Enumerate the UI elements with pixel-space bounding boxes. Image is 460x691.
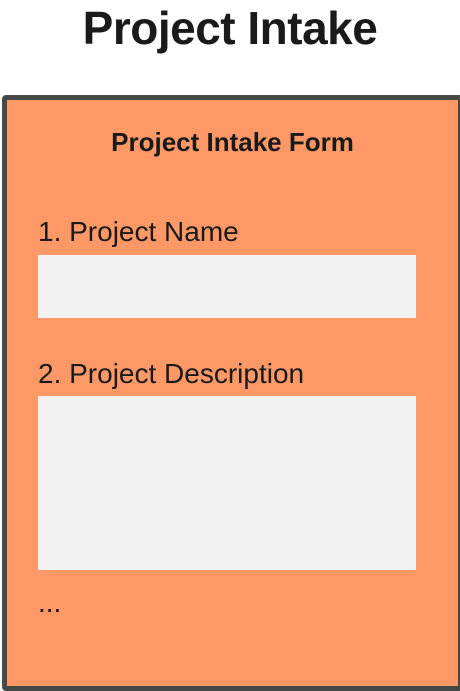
project-description-textarea[interactable] bbox=[38, 396, 416, 570]
project-name-label: 1. Project Name bbox=[38, 216, 239, 247]
more-fields-ellipsis: ... bbox=[38, 587, 62, 618]
project-description-label: 2. Project Description bbox=[38, 358, 305, 389]
intake-form-card: Project Intake Form 1. Project Name 2. P… bbox=[2, 95, 460, 691]
project-name-input[interactable] bbox=[38, 255, 416, 318]
page-title: Project Intake bbox=[82, 2, 378, 54]
form-title: Project Intake Form bbox=[111, 127, 354, 157]
